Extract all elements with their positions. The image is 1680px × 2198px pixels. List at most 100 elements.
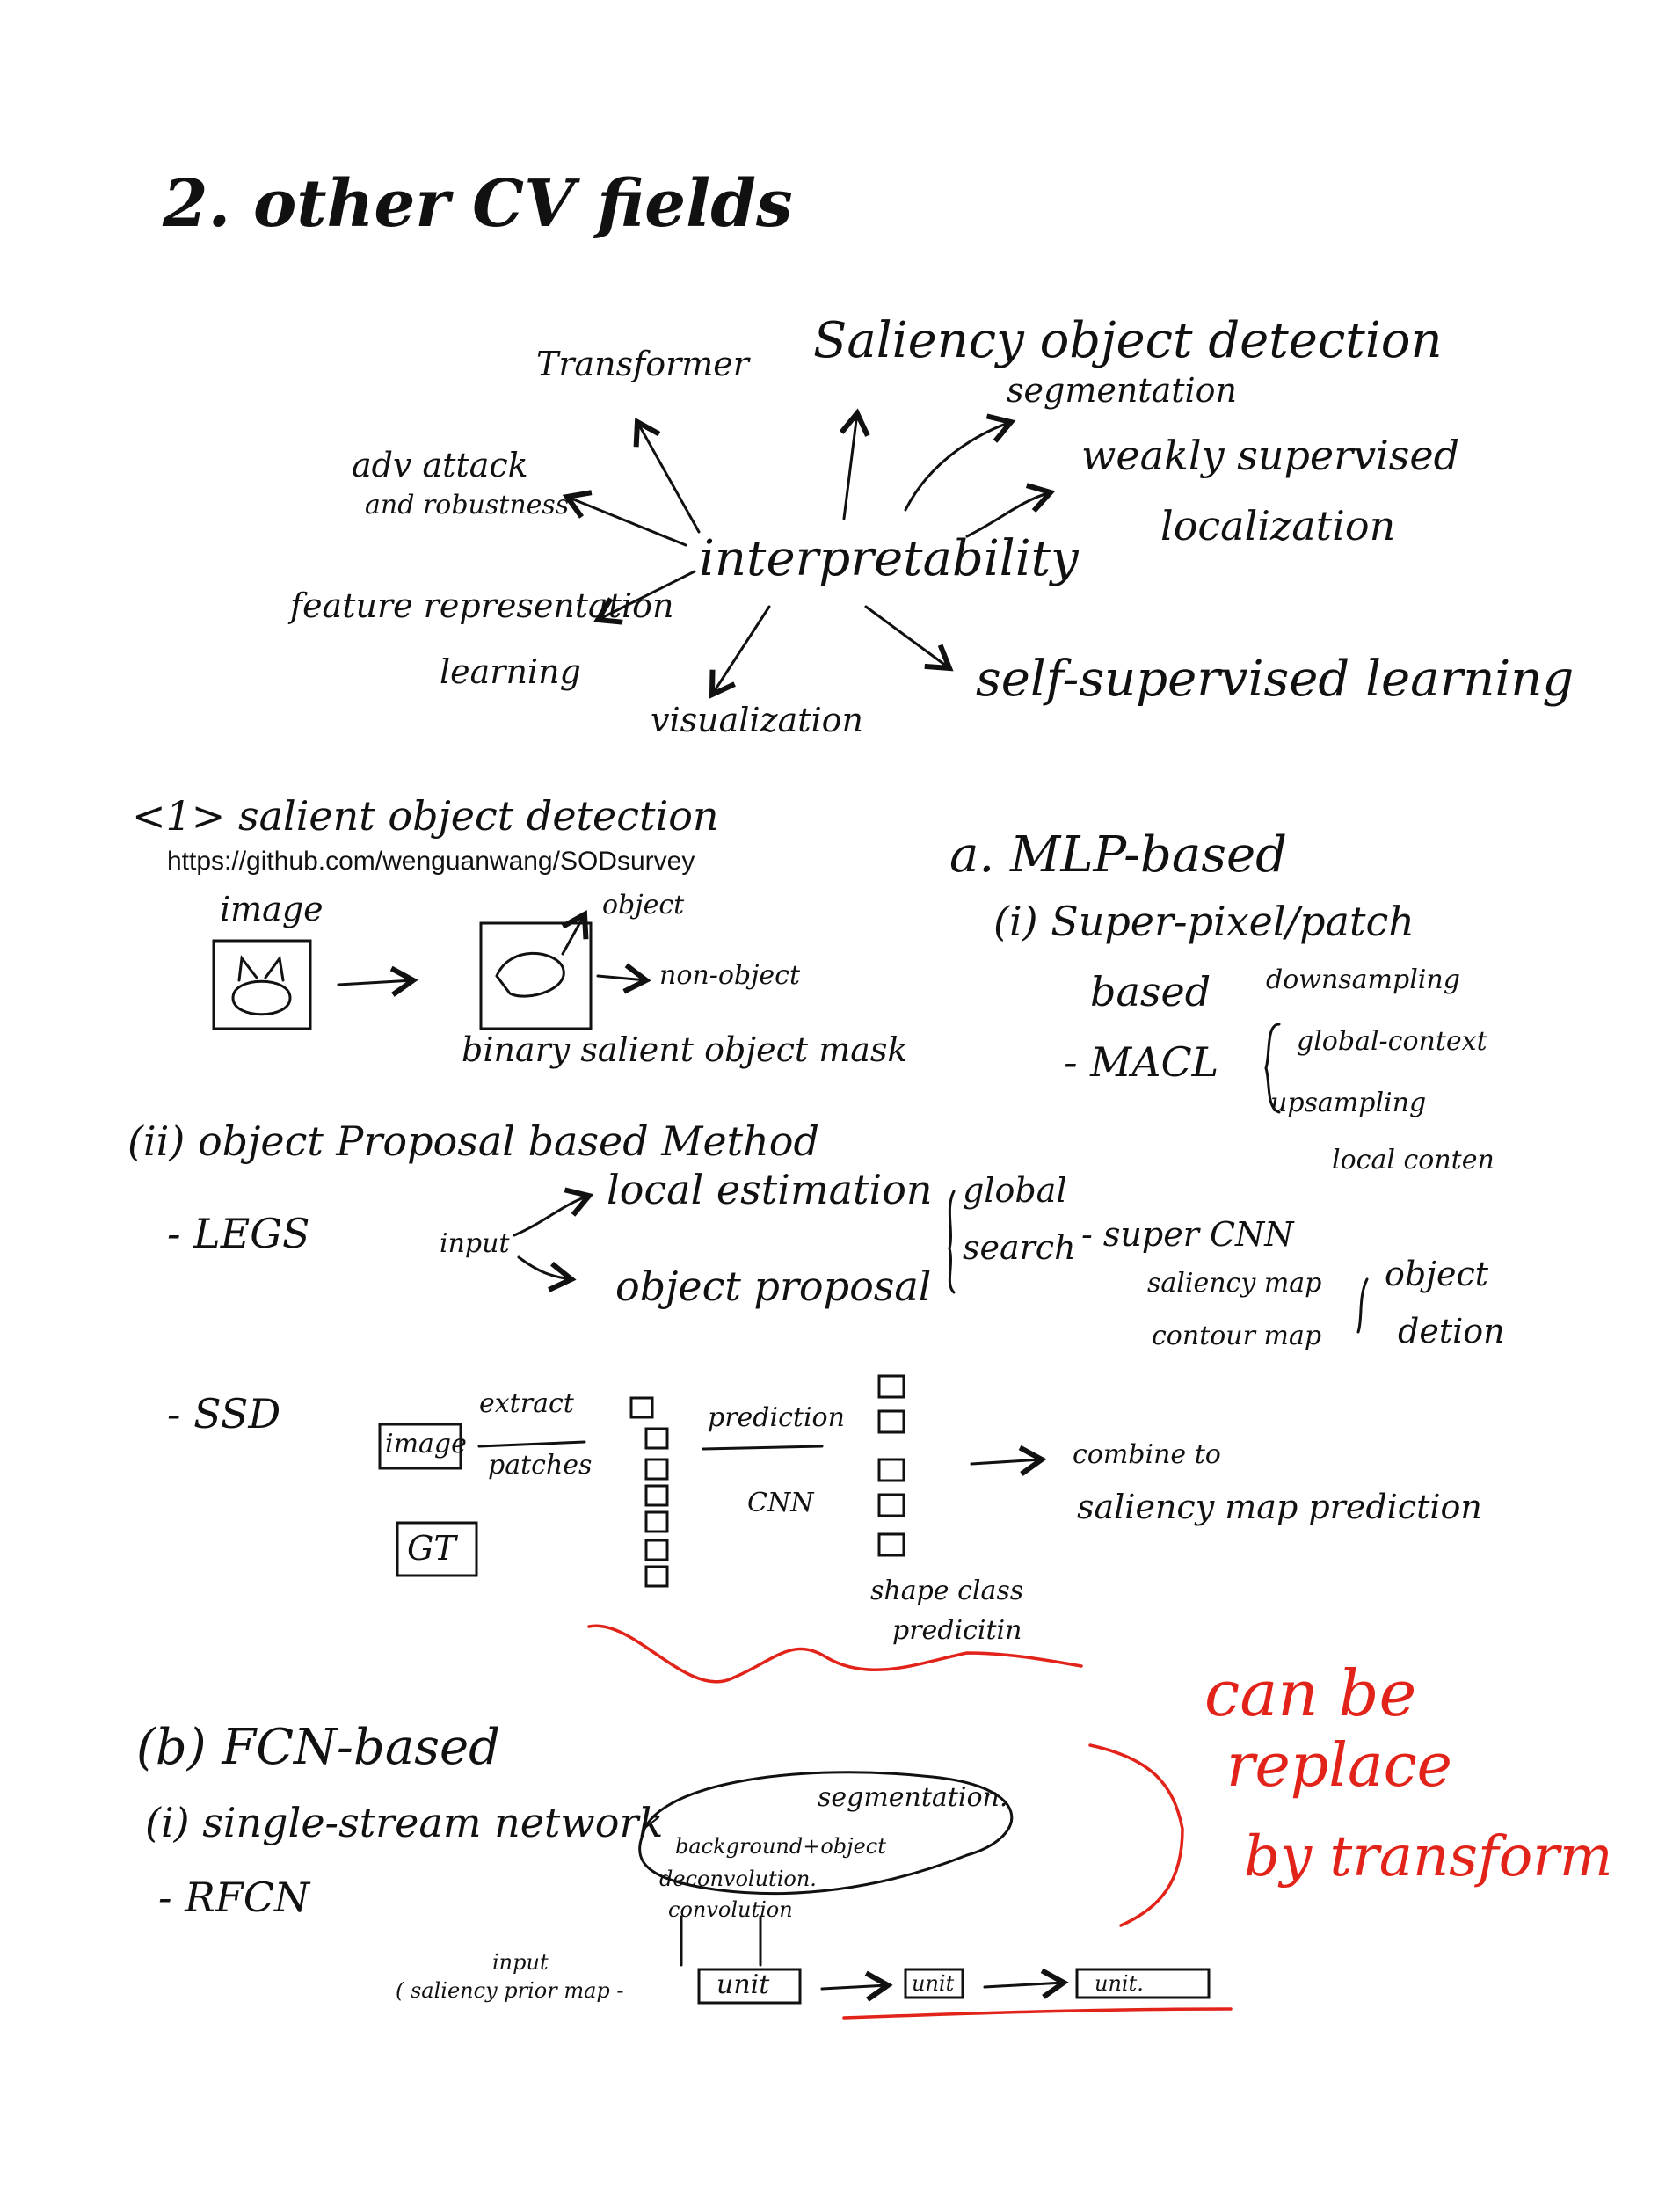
arrow-to-weakly (965, 483, 1056, 538)
mindmap-center: interpretability (699, 530, 1079, 587)
proposal-input: input (440, 1228, 510, 1259)
mindmap-visualization: visualization (651, 701, 864, 739)
red-unit-underline (842, 2007, 1233, 2020)
proposal-saliency-map: saliency map (1147, 1268, 1322, 1299)
arrow-to-visualization (709, 605, 771, 699)
ssd-patch-stack-right (877, 1374, 905, 1557)
annotation-line-2: replace (1226, 1731, 1452, 1801)
mindmap-weakly: weakly supervised (1081, 432, 1460, 479)
mindmap-localization: localization (1160, 502, 1396, 550)
proposal-local-estimation: local estimation (607, 1166, 933, 1213)
mlp-local-context: local conten (1332, 1145, 1495, 1175)
fcn-saliency-prior: ( saliency prior map - (396, 1978, 624, 2003)
fcn-unit-1: unit (716, 1969, 770, 2000)
mlp-global-context: global-context (1297, 1026, 1487, 1057)
proposal-global: global (963, 1171, 1067, 1210)
arrow-to-combine (970, 1445, 1047, 1476)
ssd-patch-stack-left (629, 1396, 669, 1588)
mindmap-adv-attack: adv attack (352, 446, 528, 484)
arrow-input-proposal (517, 1255, 577, 1292)
fcn-unit-2: unit (912, 1971, 955, 1996)
proposal-search: search (963, 1228, 1076, 1267)
mindmap-self-supervised: self-supervised learning (976, 651, 1575, 708)
proposal-detion: detion (1398, 1312, 1505, 1350)
sod-image-label: image (220, 890, 324, 928)
arrow-input-local (513, 1187, 594, 1237)
object-brace (1356, 1277, 1369, 1334)
fcn-rfcn: - RFCN (158, 1874, 310, 1921)
proposal-contour-map: contour map (1152, 1321, 1322, 1351)
ssd-gt-box (396, 1521, 478, 1577)
annotation-line-1: can be (1204, 1656, 1417, 1730)
sod-non-object-label: non-object (659, 960, 801, 991)
mlp-heading: a. MLP-based (949, 826, 1288, 884)
mindmap-saliency: Saliency object detection (813, 312, 1443, 369)
arrow-to-object (561, 910, 589, 956)
ssd-patches: patches (488, 1450, 593, 1481)
red-brace (1088, 1743, 1184, 1927)
ssd-image-box (378, 1423, 462, 1470)
fcn-convolution: convolution (668, 1897, 793, 1922)
ssd-cnn: CNN (747, 1488, 814, 1518)
mindmap-segmentation: segmentation (1007, 371, 1238, 410)
page-title: 2. other CV fields (163, 166, 793, 242)
fcn-deconvolution: deconvolution. (659, 1867, 817, 1891)
ssd-prediction-line (702, 1445, 824, 1451)
mindmap-transformer: Transformer (536, 345, 749, 383)
arrow-to-saliency (839, 408, 870, 520)
proposal-super-cnn: - super CNN (1081, 1215, 1294, 1254)
cat-face-icon (231, 955, 292, 1016)
macl-brace (1264, 1023, 1281, 1114)
sod-heading: <1> salient object detection (132, 792, 719, 840)
mlp-sub1-based: based (1090, 968, 1211, 1015)
ssd-extract: extract (479, 1388, 574, 1419)
arrow-to-non-object (596, 963, 651, 994)
proposal-heading: (ii) object Proposal based Method (127, 1117, 819, 1165)
unit-box-2 (904, 1968, 964, 1999)
arrow-to-segmentation (904, 413, 1016, 512)
ssd-extract-line (477, 1440, 586, 1448)
unit-box-3 (1075, 1968, 1211, 1999)
red-wavy-underline (587, 1624, 1083, 1684)
mindmap-learning: learning (440, 652, 581, 691)
arrow-to-transformer (633, 418, 701, 534)
mlp-mac: - MACL (1064, 1038, 1219, 1086)
arrow-to-adv (562, 490, 687, 547)
arrow-unit1-unit2 (820, 1970, 893, 2002)
arrow-to-self (864, 605, 954, 672)
mlp-downsampling: downsampling (1266, 964, 1460, 995)
mlp-upsampling: upsampling (1270, 1088, 1427, 1118)
sod-url-link[interactable]: https://github.com/wenguanwang/SODsurvey (167, 847, 695, 876)
fcn-input: input (492, 1950, 549, 1975)
ssd-prediction: prediction (708, 1402, 845, 1433)
proposal-legs: - LEGS (167, 1210, 310, 1257)
annotation-line-3: by transform (1244, 1824, 1613, 1889)
ssd-combine: combine to (1073, 1439, 1221, 1470)
fcn-cloud (638, 1771, 1014, 1896)
ssd-gt: GT (407, 1529, 456, 1568)
ssd-shape-class: shape class (870, 1576, 1024, 1606)
fcn-single: (i) single-stream network (145, 1799, 664, 1846)
arrow-unit2-unit3 (983, 1968, 1069, 1999)
global-brace (948, 1190, 956, 1294)
mindmap-robustness: and robustness (365, 490, 570, 520)
arrow-image-to-mask (337, 965, 418, 997)
ssd-saliency-pred: saliency map prediction (1077, 1488, 1482, 1526)
fcn-segmentation: segmentation. (818, 1782, 1008, 1813)
ssd-label: - SSD (167, 1390, 281, 1437)
image-box (212, 939, 312, 1030)
mlp-sub1: (i) Super-pixel/patch (993, 898, 1415, 945)
fcn-heading: (b) FCN-based (136, 1719, 500, 1776)
mask-box (479, 921, 593, 1030)
fcn-background: background+object (675, 1834, 886, 1859)
ssd-predicitin: predicitin (892, 1615, 1022, 1646)
proposal-object-proposal: object proposal (615, 1263, 932, 1310)
fcn-unit-3: unit. (1095, 1971, 1144, 1996)
arrow-to-feature (593, 570, 696, 625)
ssd-image: image (385, 1429, 467, 1459)
unit-box-1 (697, 1968, 802, 2005)
mask-blob (495, 951, 565, 998)
sod-mask-label: binary salient object mask (462, 1030, 908, 1069)
